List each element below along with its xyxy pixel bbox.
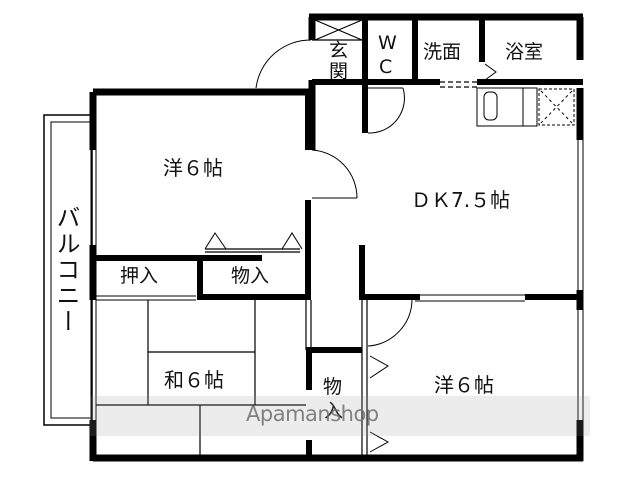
room-label-western-6-top: 洋６帖 bbox=[163, 156, 223, 180]
room-label-balcony: バルコニー bbox=[52, 205, 80, 335]
room-label-wc-c: C bbox=[379, 56, 393, 78]
watermark: Apamanshop bbox=[246, 402, 379, 426]
watermark-band bbox=[90, 396, 590, 436]
room-label-senmen: 洗面 bbox=[423, 41, 462, 63]
room-label-monoire-small-1: 物 bbox=[323, 376, 343, 398]
room-label-yokushitsu: 浴室 bbox=[505, 41, 544, 63]
room-label-genkan: 玄関 bbox=[326, 40, 348, 82]
room-label-monoire-small-2: 入 bbox=[324, 400, 344, 422]
outer-walls bbox=[89, 13, 584, 462]
room-label-dk: ＤＫ7.５帖 bbox=[411, 188, 511, 212]
room-label-oshiire: 押入 bbox=[120, 265, 159, 287]
interior-walls bbox=[93, 17, 583, 461]
room-label-monoire-top: 物入 bbox=[231, 265, 270, 287]
room-label-western-6-bottom: 洋６帖 bbox=[434, 373, 494, 397]
room-label-japanese-6: 和６帖 bbox=[164, 368, 224, 392]
room-label-wc-w: W bbox=[378, 32, 397, 54]
